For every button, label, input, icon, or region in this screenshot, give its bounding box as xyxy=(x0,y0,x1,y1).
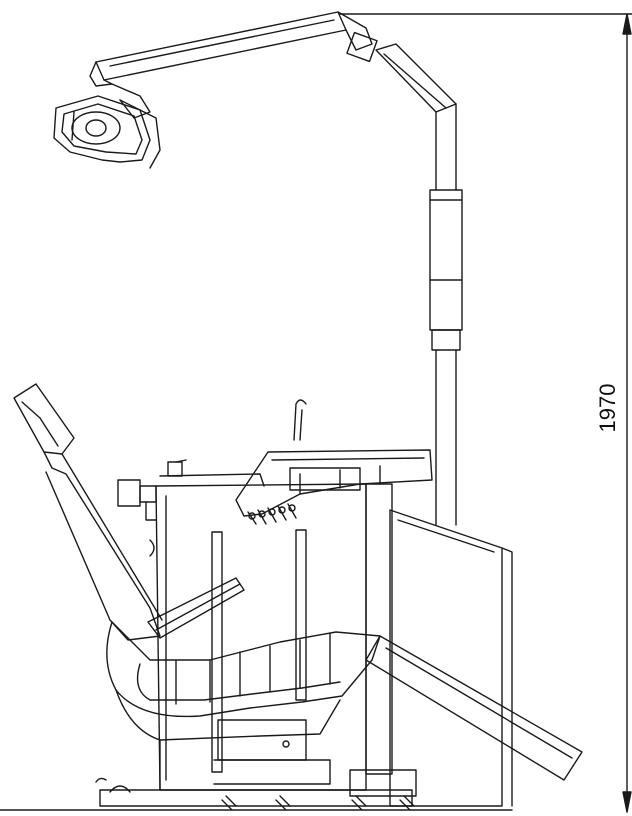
support-column xyxy=(349,483,417,797)
seat xyxy=(106,621,381,718)
dimension-label: 1970 xyxy=(595,384,620,433)
operating-light-head xyxy=(53,95,161,169)
castor-wheels xyxy=(221,795,415,811)
height-dimension: 1970 xyxy=(339,13,632,813)
armrest xyxy=(147,577,245,639)
handpieces xyxy=(247,503,297,525)
leg-rest xyxy=(365,635,583,781)
light-arm xyxy=(89,11,457,119)
water-unit xyxy=(117,479,157,557)
instrument-tray xyxy=(235,399,433,525)
floor-base xyxy=(0,777,513,811)
dimension-arrow-bottom xyxy=(622,791,632,813)
light-pole xyxy=(429,103,463,526)
side-cabinet xyxy=(389,509,513,807)
cabinet xyxy=(155,459,367,791)
dimension-arrow-top xyxy=(622,13,632,35)
chair-base xyxy=(115,689,341,791)
backrest xyxy=(13,383,163,641)
